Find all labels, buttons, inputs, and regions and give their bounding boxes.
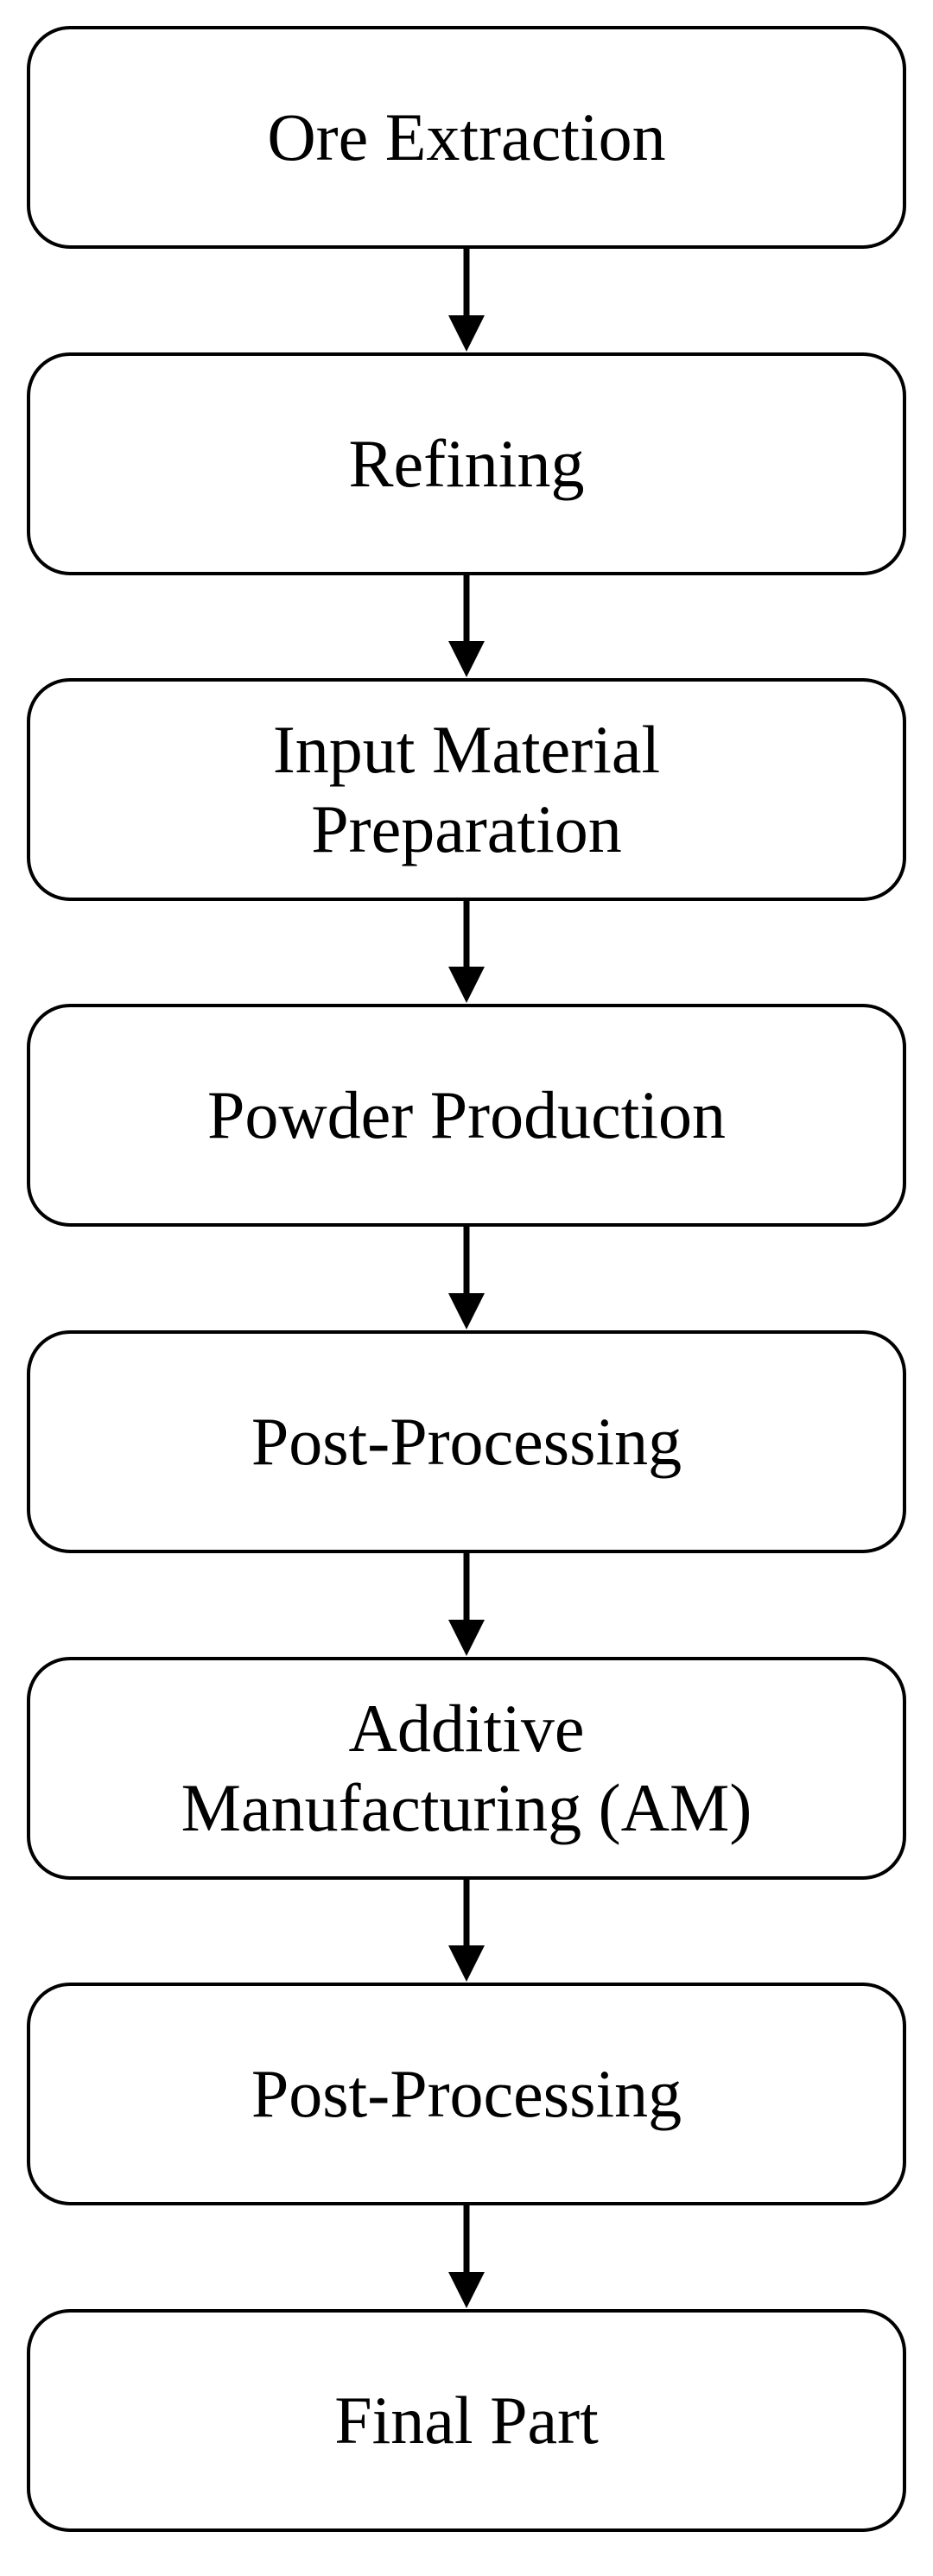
step-final-part: Final Part (27, 2309, 906, 2532)
step-input-material-preparation: Input Material Preparation (27, 678, 906, 901)
step-ore-extraction: Ore Extraction (27, 26, 906, 249)
step-additive-manufacturing: Additive Manufacturing (AM) (27, 1657, 906, 1880)
step-refining: Refining (27, 352, 906, 575)
step-post-processing-1: Post-Processing (27, 1330, 906, 1553)
step-label: Ore Extraction (267, 99, 666, 174)
step-label: Post-Processing (251, 2056, 682, 2131)
step-label: Refining (348, 426, 585, 501)
step-label: Post-Processing (251, 1404, 682, 1479)
step-powder-production: Powder Production (27, 1004, 906, 1227)
step-label: Final Part (334, 2382, 599, 2458)
step-label: Powder Production (206, 1077, 727, 1152)
step-label: Input Material Preparation (272, 712, 661, 866)
step-post-processing-2: Post-Processing (27, 1983, 906, 2205)
step-label: Additive Manufacturing (AM) (181, 1691, 752, 1845)
